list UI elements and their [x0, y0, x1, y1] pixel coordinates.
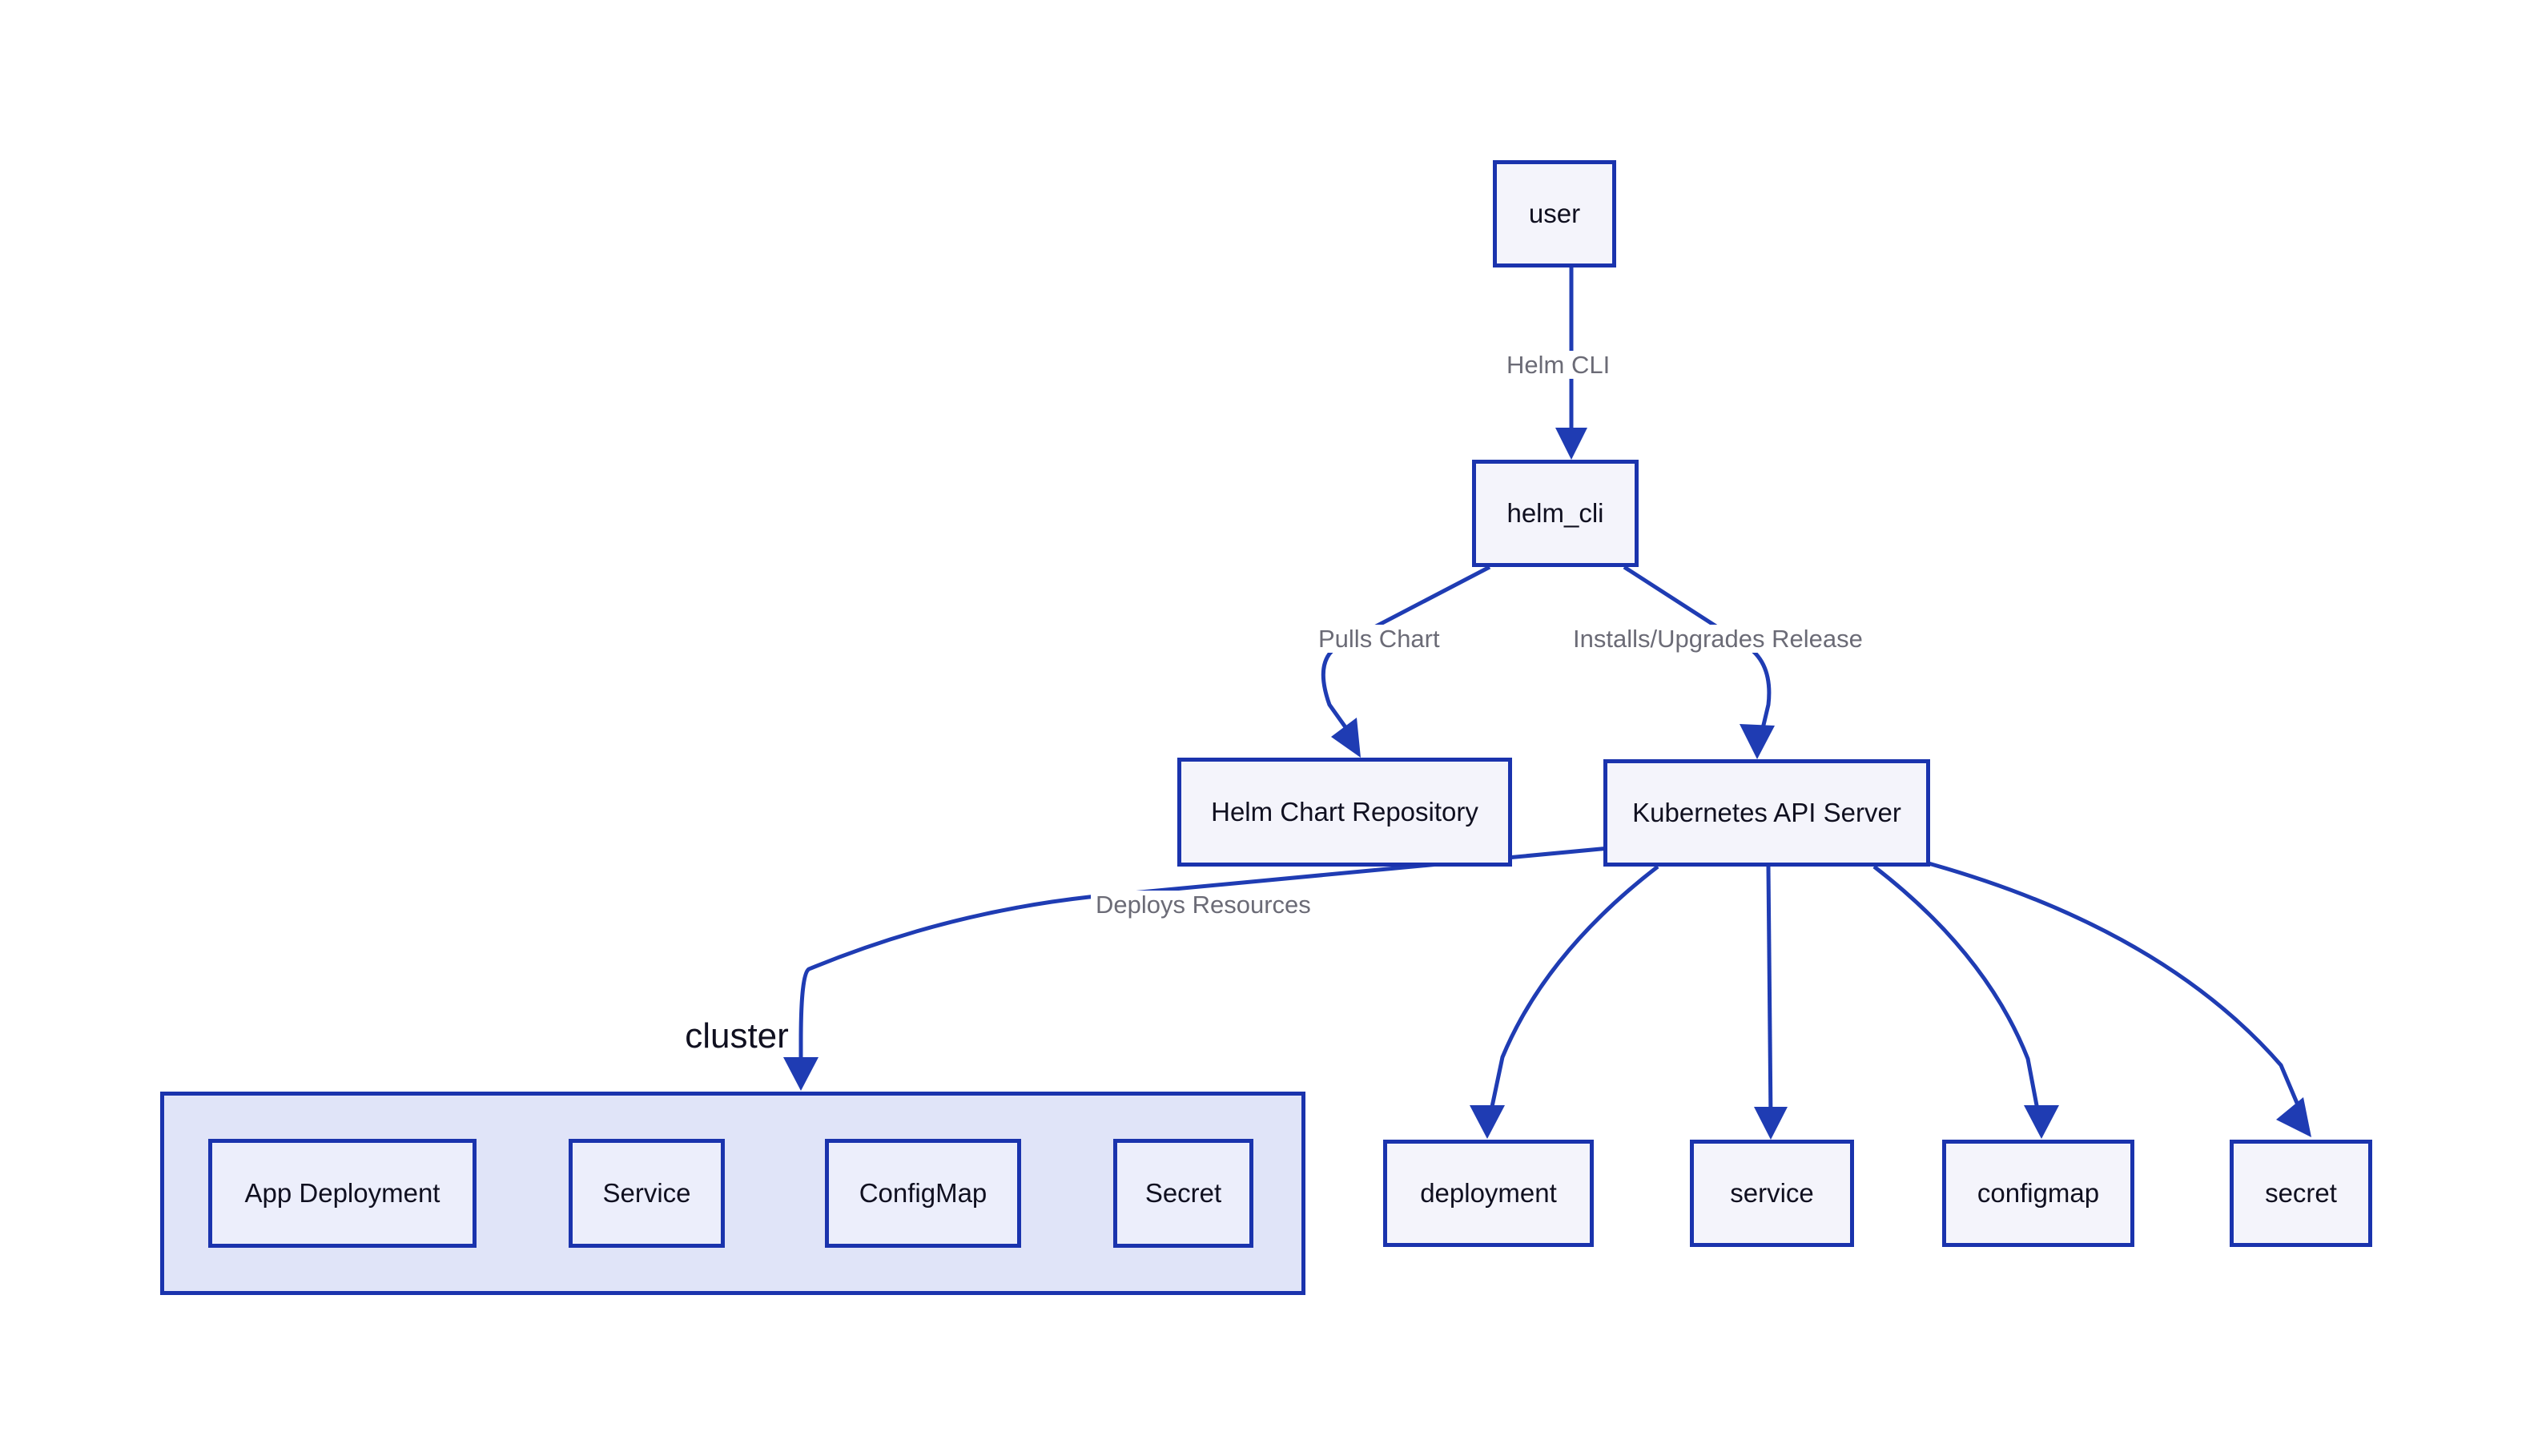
cluster-title: cluster: [685, 1016, 789, 1056]
node-configmap[interactable]: configmap: [1942, 1140, 2134, 1247]
arrowhead-helm_cli-chart_repo: [1331, 718, 1361, 758]
node-label: user: [1528, 199, 1581, 229]
node-secret[interactable]: secret: [2230, 1140, 2372, 1247]
node-label: Secret: [1144, 1178, 1222, 1209]
edge-label-helm_cli-api_server: Installs/Upgrades Release: [1568, 625, 1868, 653]
node-label: deployment: [1420, 1178, 1557, 1209]
node-deployment[interactable]: deployment: [1383, 1140, 1594, 1247]
node-user[interactable]: user: [1493, 160, 1616, 267]
node-sec[interactable]: Secret: [1113, 1139, 1253, 1248]
edge-api_server-deployment: [1487, 865, 1659, 1119]
node-label: Service: [602, 1178, 691, 1209]
edges-group: [783, 267, 2311, 1140]
node-label: Kubernetes API Server: [1632, 798, 1901, 828]
node-label: App Deployment: [244, 1178, 440, 1209]
arrowhead-api_server-service: [1754, 1107, 1788, 1140]
arrowhead-api_server-secret: [2276, 1097, 2311, 1137]
edge-label-helm_cli-chart_repo: Pulls Chart: [1313, 625, 1445, 653]
edge-api_server-service: [1766, 866, 1773, 1120]
node-api_server[interactable]: Kubernetes API Server: [1603, 759, 1930, 867]
edge-api_server-cluster: [798, 845, 1619, 1072]
edge-api_server-secret: [1928, 861, 2306, 1119]
edge-label-user-helm_cli: Helm CLI: [1502, 351, 1615, 379]
node-cfgmap[interactable]: ConfigMap: [825, 1139, 1021, 1248]
arrowhead-api_server-configmap: [2024, 1105, 2059, 1139]
edge-api_server-configmap: [1872, 865, 2041, 1119]
node-label: Helm Chart Repository: [1211, 797, 1478, 827]
node-service[interactable]: service: [1690, 1140, 1854, 1247]
node-label: service: [1730, 1178, 1814, 1209]
arrowhead-api_server-deployment: [1470, 1105, 1505, 1139]
node-svc[interactable]: Service: [569, 1139, 725, 1248]
edge-helm_cli-api_server: [1623, 565, 1772, 739]
node-label: ConfigMap: [859, 1178, 987, 1209]
node-label: helm_cli: [1506, 498, 1604, 529]
arrowhead-helm_cli-api_server: [1740, 724, 1775, 759]
edge-label-api_server-cluster: Deploys Resources: [1091, 891, 1316, 919]
node-app_deployment[interactable]: App Deployment: [208, 1139, 477, 1248]
arrowhead-api_server-cluster: [783, 1057, 819, 1091]
node-chart_repo[interactable]: Helm Chart Repository: [1177, 758, 1512, 867]
node-label: secret: [2265, 1178, 2337, 1209]
node-helm_cli[interactable]: helm_cli: [1472, 460, 1639, 567]
arrowhead-user-helm_cli: [1555, 428, 1587, 460]
node-label: configmap: [1977, 1178, 2100, 1209]
edge-helm_cli-chart_repo: [1321, 565, 1491, 740]
